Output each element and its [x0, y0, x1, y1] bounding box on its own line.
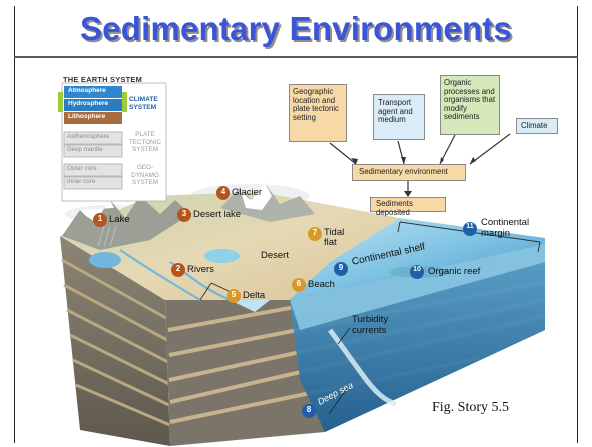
label-beach: Beach [308, 279, 335, 290]
turbidity-pointer [337, 327, 351, 345]
ocean-surface [290, 218, 545, 300]
strata-bands [61, 258, 171, 427]
badge-3: 3 [181, 209, 187, 218]
badge-5: 5 [231, 290, 237, 299]
label-lake: Lake [109, 214, 130, 225]
label-tidal-flat: Tidal flat [324, 227, 345, 248]
label-turbidity-currents: Turbidity currents [352, 314, 389, 336]
figure-caption: Fig. Story 5.5 [432, 400, 510, 415]
label-desert-lake: Desert lake [193, 209, 242, 220]
label-delta: Delta [243, 290, 266, 301]
shelf-water [290, 244, 545, 330]
flow-box-climate: Climate [516, 118, 558, 134]
slide-title: Sedimentary Environments [79, 10, 513, 47]
flow-arrows [329, 133, 511, 165]
rain-streaks [97, 225, 117, 247]
deepsea-pointer [328, 383, 351, 415]
delta-shape [230, 300, 270, 312]
label-desert: Desert [261, 250, 289, 261]
badge-7: 7 [312, 228, 318, 237]
badge-11: 11 [466, 223, 474, 230]
desert-lake-water [204, 249, 240, 263]
label-organic-reef: Organic reef [428, 266, 481, 277]
layer-lithosphere: Lithosphere [68, 113, 106, 120]
plate-tectonic-system-label: PLATE TECTONIC SYSTEM [128, 131, 162, 153]
badge-2: 2 [175, 264, 181, 273]
badge-9: 9 [338, 263, 344, 272]
snow-cap [80, 200, 114, 222]
glacier-ice [240, 183, 272, 210]
label-rivers: Rivers [187, 264, 214, 275]
flow-box-geographic: Geographic location and plate tectonic s… [289, 84, 347, 142]
slide-frame [14, 6, 578, 443]
climate-system-label: CLIMATE SYSTEM [129, 96, 158, 111]
title-underline [14, 56, 578, 58]
layer-deep-mantle: Deep mantle [67, 146, 103, 153]
flow-box-sediments-deposited: Sediments deposited [370, 197, 446, 216]
geodynamo-system-label: GEO-DYNAMO SYSTEM [131, 164, 159, 186]
label-glacier: Glacier [232, 187, 263, 198]
flow-box-sedimentary-environment: Sedimentary environment [352, 164, 466, 181]
badge-10: 10 [413, 266, 421, 273]
lake-water [89, 252, 121, 268]
badge-4: 4 [220, 187, 226, 196]
layer-atmosphere: Atmosphere [68, 87, 106, 94]
flow-box-organic: Organic processes and organisms that mod… [440, 75, 500, 135]
earth-system-heading: THE EARTH SYSTEM [63, 75, 143, 84]
badge-6: 6 [296, 279, 302, 288]
layer-inner-core: Inner core [67, 178, 96, 185]
turbidity-flow [327, 328, 397, 407]
flow-box-transport: Transport agent and medium [373, 94, 425, 140]
badge-8: 8 [306, 405, 312, 414]
layer-outer-core: Outer core [67, 165, 97, 172]
label-continental-margin: Continental margin [481, 217, 530, 239]
layer-asthenosphere: Asthenosphere [67, 133, 110, 140]
badge-1: 1 [97, 214, 103, 223]
mountain-range [62, 196, 190, 250]
layer-hydrosphere: Hydrosphere [68, 100, 109, 107]
